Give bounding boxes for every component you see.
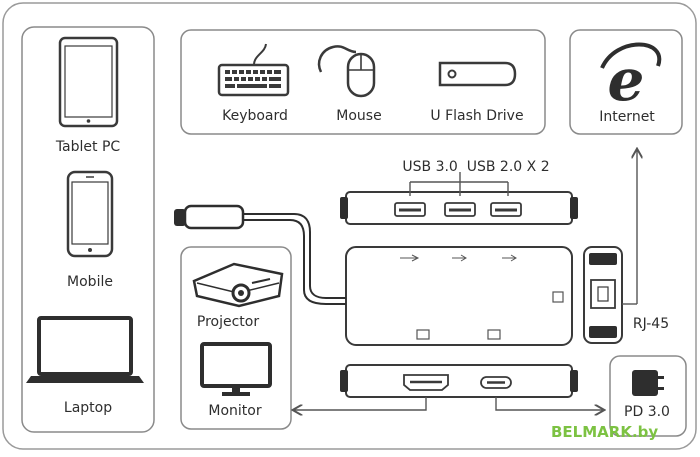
- watermark: BELMARK.by: [551, 423, 659, 441]
- label-internet: Internet: [599, 109, 655, 125]
- usb-hub-bottom-side: [340, 364, 578, 398]
- flash-drive-icon: [438, 61, 517, 87]
- internet-panel: [569, 29, 683, 135]
- label-monitor: Monitor: [208, 403, 262, 419]
- hdmi-port: [403, 374, 449, 391]
- label-pd-3-0: PD 3.0: [624, 404, 670, 420]
- display-panel: [180, 246, 292, 430]
- usb-hub-top-face: [345, 246, 573, 346]
- left-devices-panel: [21, 26, 155, 433]
- monitor-icon: [200, 342, 272, 396]
- usb-hub-top-side: [340, 191, 578, 225]
- tablet-icon: [58, 36, 119, 128]
- power-adapter-icon: [632, 370, 664, 396]
- projector-icon: [192, 262, 284, 308]
- usb-symbol-icon: [400, 254, 517, 262]
- label-rj45: RJ-45: [632, 316, 670, 332]
- label-keyboard: Keyboard: [222, 108, 288, 124]
- usb-spec-bracket: [409, 172, 509, 196]
- mouse-icon: [317, 45, 376, 98]
- laptop-icon: [26, 316, 144, 383]
- usb-port: [394, 202, 426, 217]
- keyboard-icon: [217, 43, 290, 97]
- label-u-flash-drive: U Flash Drive: [430, 108, 524, 124]
- label-laptop: Laptop: [63, 400, 113, 416]
- ethernet-symbol-icon: [552, 291, 564, 303]
- mobile-phone-icon: [66, 170, 114, 258]
- rj45-port-side: [583, 246, 623, 344]
- svg-text:e: e: [608, 46, 645, 114]
- label-projector: Projector: [196, 314, 260, 330]
- outer-frame: [2, 2, 697, 450]
- hdmi-symbol-icon: [416, 329, 430, 340]
- typec-symbol-icon: [487, 329, 501, 340]
- usb-c-cable: [174, 204, 346, 305]
- usb-port: [490, 202, 522, 217]
- label-mouse: Mouse: [336, 108, 382, 124]
- power-panel: [609, 355, 687, 437]
- label-usb-spec: USB 3.0 USB 2.0 X 2: [402, 159, 550, 175]
- display-arrow: [294, 397, 427, 410]
- internet-explorer-icon: e: [600, 42, 662, 114]
- power-arrow: [495, 397, 603, 410]
- usb-port: [444, 202, 476, 217]
- usb-c-port: [480, 376, 512, 389]
- label-mobile: Mobile: [67, 274, 113, 290]
- label-tablet-pc: Tablet PC: [55, 139, 121, 155]
- top-devices-panel: [180, 29, 546, 135]
